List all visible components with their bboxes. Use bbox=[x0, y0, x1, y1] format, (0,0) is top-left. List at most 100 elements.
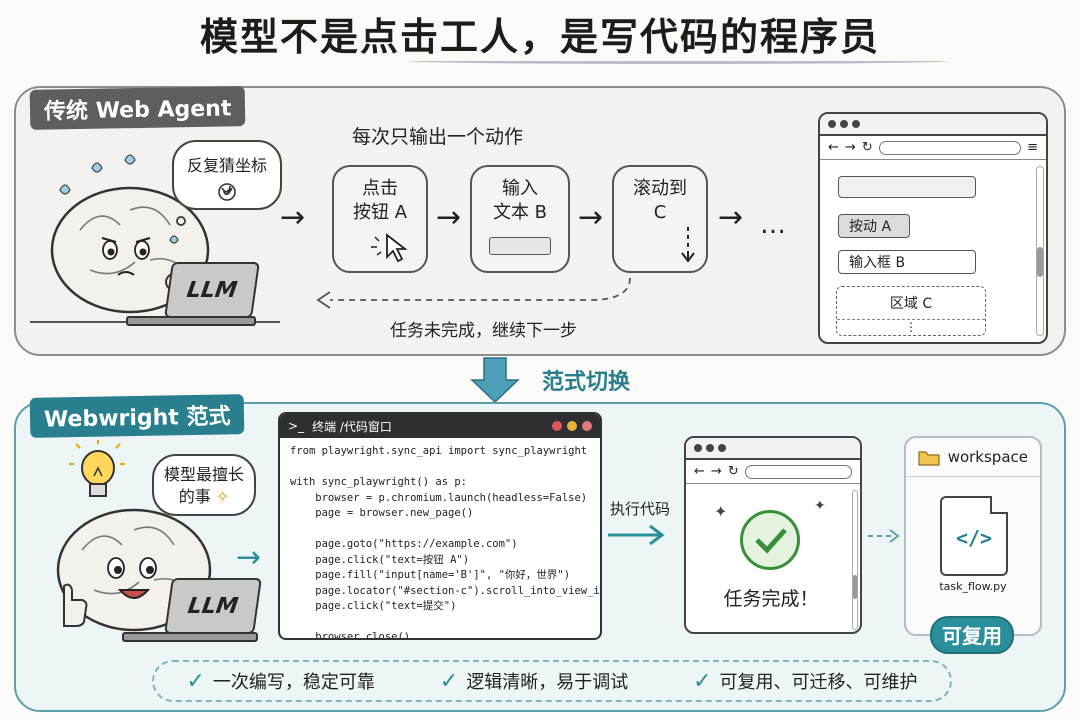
step-line2: 按钮 A bbox=[352, 202, 408, 223]
workspace-header: workspace bbox=[906, 438, 1040, 477]
terminal-window: >_ 终端 /代码窗口 from playwright.sync_api imp… bbox=[278, 412, 602, 640]
placeholder-bar bbox=[838, 176, 976, 198]
done-text: 任务完成！ bbox=[723, 588, 819, 610]
feature-item: ✓ 逻辑清晰，易于调试 bbox=[439, 668, 629, 694]
code-file-icon: </> bbox=[955, 526, 993, 550]
code-line: from playwright.sync_api import sync_pla… bbox=[290, 445, 588, 457]
terminal-title: 终端 /代码窗口 bbox=[312, 419, 392, 434]
laptop-base bbox=[122, 632, 258, 642]
arrow-right-icon: → bbox=[280, 200, 306, 235]
forward-icon: → bbox=[710, 464, 722, 479]
arrow-right-icon: → bbox=[236, 540, 262, 575]
code-line: page = browser.new_page() bbox=[290, 507, 474, 519]
reload-icon: ↻ bbox=[727, 464, 739, 479]
terminal-titlebar: >_ 终端 /代码窗口 bbox=[280, 414, 600, 438]
input-field-b: 输入框 B bbox=[838, 250, 976, 274]
browser-window-result: ← → ↻ ✦ ✦ 任务完成！ bbox=[684, 436, 862, 634]
check-icon: ✓ bbox=[693, 668, 712, 694]
step-line1: 点击 bbox=[362, 178, 398, 199]
step-card-type: 输入 文本 B bbox=[470, 165, 570, 273]
switch-label: 范式切换 bbox=[542, 370, 631, 395]
thought-dot bbox=[176, 216, 186, 226]
sparkle-icon: ✧ bbox=[215, 487, 230, 506]
laptop-base bbox=[126, 316, 256, 326]
thought-text: 模型最擅长的事 bbox=[164, 465, 245, 506]
laptop-screen: LLM bbox=[164, 262, 260, 318]
exec-arrow-icon bbox=[608, 524, 665, 546]
scroll-down-icon bbox=[681, 227, 695, 263]
browser-window-traditional: ← → ↻ ≡ 按动 A 输入框 B 区域 C ⋮ bbox=[818, 112, 1048, 344]
exec-label: 执行代码 bbox=[610, 500, 671, 518]
region-c: 区域 C ⋮ bbox=[836, 286, 986, 336]
thought-text: 反复猜坐标 bbox=[186, 156, 267, 175]
title-underline bbox=[408, 58, 948, 64]
code-line: page.goto("https://example.com") bbox=[290, 538, 518, 550]
code-line: with sync_playwright() as p: bbox=[290, 476, 468, 488]
file-name: task_flow.py bbox=[939, 580, 1007, 593]
file-card[interactable]: </> bbox=[940, 496, 1008, 576]
code-line bbox=[290, 522, 590, 538]
code-line: browser.close() bbox=[290, 631, 411, 640]
thought-bubble-guess: 反复猜坐标 bbox=[172, 140, 282, 210]
code-line bbox=[290, 615, 590, 631]
webwright-tag: Webwright 范式 bbox=[29, 394, 245, 438]
sparkle-icon: ✦ bbox=[714, 502, 728, 521]
browser-titlebar bbox=[686, 438, 860, 460]
feature-item: ✓ 一次编写，稳定可靠 bbox=[186, 668, 375, 694]
browser-titlebar bbox=[820, 114, 1046, 136]
scrollbar bbox=[1036, 166, 1044, 336]
arrow-right-icon: → bbox=[718, 200, 744, 235]
input-box-mini bbox=[489, 237, 551, 255]
step-line1: 滚动到 bbox=[633, 178, 687, 199]
workspace-panel: workspace </> task_flow.py bbox=[904, 436, 1042, 636]
llm-label: LLM bbox=[186, 593, 240, 619]
back-icon: ← bbox=[694, 464, 705, 479]
sparkle-icon: ✦ bbox=[814, 498, 826, 514]
lightbulb-icon bbox=[69, 440, 125, 497]
workspace-label: workspace bbox=[947, 448, 1028, 466]
close-dot bbox=[552, 421, 562, 431]
check-icon: ✓ bbox=[186, 668, 205, 694]
arrow-right-icon: → bbox=[578, 200, 604, 235]
ellipsis: … bbox=[760, 210, 786, 240]
dashed-arrow-icon bbox=[868, 529, 900, 543]
steps-header: 每次只输出一个动作 bbox=[352, 126, 524, 148]
terminal-prompt-icon: >_ bbox=[288, 419, 305, 433]
code-line: page.click("text=提交") bbox=[290, 600, 457, 612]
page-title: 模型不是点击工人，是写代码的程序员 bbox=[199, 15, 880, 59]
scrollbar bbox=[852, 490, 858, 630]
features-bar: ✓ 一次编写，稳定可靠 ✓ 逻辑清晰，易于调试 ✓ 可复用、可迁移、可维护 bbox=[152, 660, 952, 702]
laptop-screen: LLM bbox=[164, 578, 262, 634]
reload-icon: ↻ bbox=[861, 140, 873, 155]
code-line: page.click("text=按钮 A") bbox=[290, 553, 470, 566]
code-block: from playwright.sync_api import sync_pla… bbox=[280, 438, 600, 640]
cursor-click-icon bbox=[371, 233, 408, 263]
step-card-click: 点击 按钮 A bbox=[332, 165, 428, 273]
maximize-dot bbox=[582, 421, 592, 431]
traditional-agent-tag: 传统 Web Agent bbox=[29, 86, 246, 130]
reuse-button[interactable]: 可复用 bbox=[930, 616, 1014, 654]
scribble-icon bbox=[218, 183, 236, 201]
feature-item: ✓ 可复用、可迁移、可维护 bbox=[693, 668, 918, 694]
step-card-scroll: 滚动到 C bbox=[612, 165, 708, 273]
file-corner-fold bbox=[990, 496, 1008, 514]
code-line: browser = p.chromium.launch(headless=Fal… bbox=[290, 491, 588, 504]
loop-note: 任务未完成，继续下一步 bbox=[390, 321, 577, 341]
folder-icon bbox=[918, 451, 940, 466]
menu-icon: ≡ bbox=[1027, 140, 1038, 155]
code-line bbox=[290, 460, 590, 476]
back-icon: ← bbox=[828, 140, 839, 155]
success-check-icon bbox=[740, 510, 800, 570]
browser-nav: ← → ↻ ≡ bbox=[820, 136, 1046, 160]
thought-bubble-strength: 模型最擅长的事 ✧ bbox=[152, 454, 256, 516]
llm-label: LLM bbox=[185, 277, 239, 303]
code-line: page.fill("input[name='B']", "你好，世界") bbox=[290, 569, 571, 581]
button-a: 按动 A bbox=[838, 214, 910, 238]
check-icon: ✓ bbox=[439, 668, 459, 694]
minimize-dot bbox=[567, 421, 577, 431]
step-line2: 文本 B bbox=[492, 202, 548, 223]
code-line: page.locator("#section-c").scroll_into_v… bbox=[315, 584, 600, 597]
arrow-right-icon: → bbox=[436, 200, 462, 235]
url-bar bbox=[744, 464, 852, 479]
browser-nav: ← → ↻ bbox=[686, 460, 860, 484]
